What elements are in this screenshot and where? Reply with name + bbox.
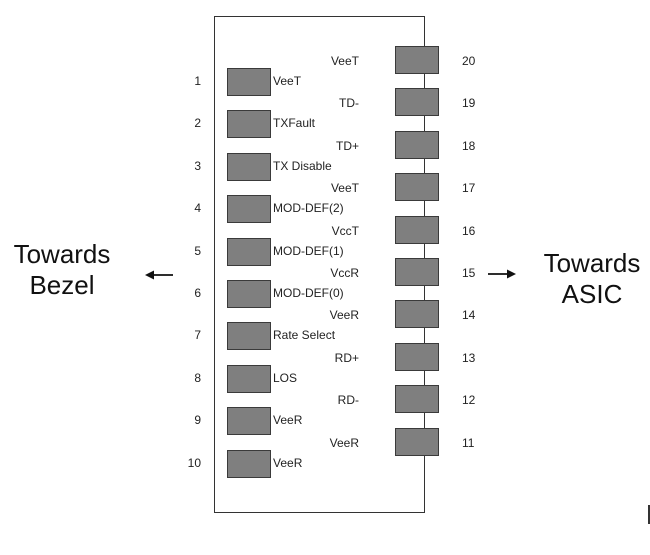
arrow-left-icon [145,270,173,280]
pin-number: 2 [194,116,201,131]
pin-number: 5 [194,243,201,258]
pin-pad [227,152,271,181]
pin-number: 4 [194,201,201,216]
pin-pad [395,46,439,74]
edge-mark [648,505,650,524]
pin-number: 19 [462,96,476,111]
pin-signal-label: TX Disable [273,158,332,173]
pin-pad [227,322,271,351]
pin-signal-label: TD+ [335,138,359,153]
pin-number: 14 [462,308,476,323]
pin-signal-label: VeeT [330,181,359,196]
pin-number: 16 [462,223,476,238]
pin-pad [395,173,439,202]
pin-signal-label: VccR [330,266,359,280]
pin-number: 11 [462,435,475,450]
pin-number: 20 [462,54,476,68]
pin-pad [227,110,271,139]
pin-number: 13 [462,350,476,365]
pin-pad [395,300,439,329]
towards-bezel-line2: Bezel [29,270,95,300]
pin-pad [395,427,439,456]
pin-number: 17 [462,181,476,196]
pin-signal-label: VccT [331,223,359,238]
pin-pad [227,449,271,478]
pin-pad [395,215,439,244]
towards-asic-label: Towards ASIC [536,248,648,310]
pin-number: 7 [194,328,201,343]
pin-number: 12 [462,393,476,408]
pin-signal-label: MOD-DEF(1) [273,243,344,258]
pin-pad [227,68,271,96]
pin-number: 15 [462,266,476,280]
pin-signal-label: LOS [273,370,298,385]
pin-signal-label: TD- [339,96,359,111]
pin-signal-label: Rate Select [273,328,336,343]
pin-pad [227,195,271,224]
pin-signal-label: VeeR [273,455,303,470]
pin-pad [227,237,271,266]
pin-number: 6 [194,286,201,300]
pin-signal-label: MOD-DEF(0) [273,286,344,300]
pin-signal-label: VeeR [329,435,359,450]
pin-pad [227,280,271,308]
towards-bezel-line1: Towards [13,239,111,269]
pin-number: 1 [194,74,201,88]
pin-pad [395,342,439,371]
pin-signal-label: VeeT [330,54,359,68]
arrow-right-icon [488,269,516,279]
pin-number: 8 [194,370,201,385]
towards-asic-line1: Towards [543,248,641,278]
pin-pad [227,364,271,393]
pin-signal-label: TXFault [273,116,316,131]
pin-pad [227,407,271,436]
towards-bezel-label: Towards Bezel [8,239,116,301]
pin-pad [395,385,439,414]
pin-signal-label: VeeR [329,308,359,323]
pin-signal-label: RD- [337,393,359,408]
pin-pad [395,88,439,117]
towards-asic-line2: ASIC [561,279,623,309]
pin-pad [395,258,439,286]
pin-signal-label: VeeT [273,74,302,88]
pin-signal-label: MOD-DEF(2) [273,201,344,216]
pin-number: 3 [194,158,201,173]
pin-number: 10 [187,455,201,470]
pin-number: 9 [194,413,201,428]
pin-number: 18 [462,138,476,153]
pin-pad [395,130,439,159]
pin-signal-label: VeeR [273,413,303,428]
pin-signal-label: RD+ [334,350,359,365]
